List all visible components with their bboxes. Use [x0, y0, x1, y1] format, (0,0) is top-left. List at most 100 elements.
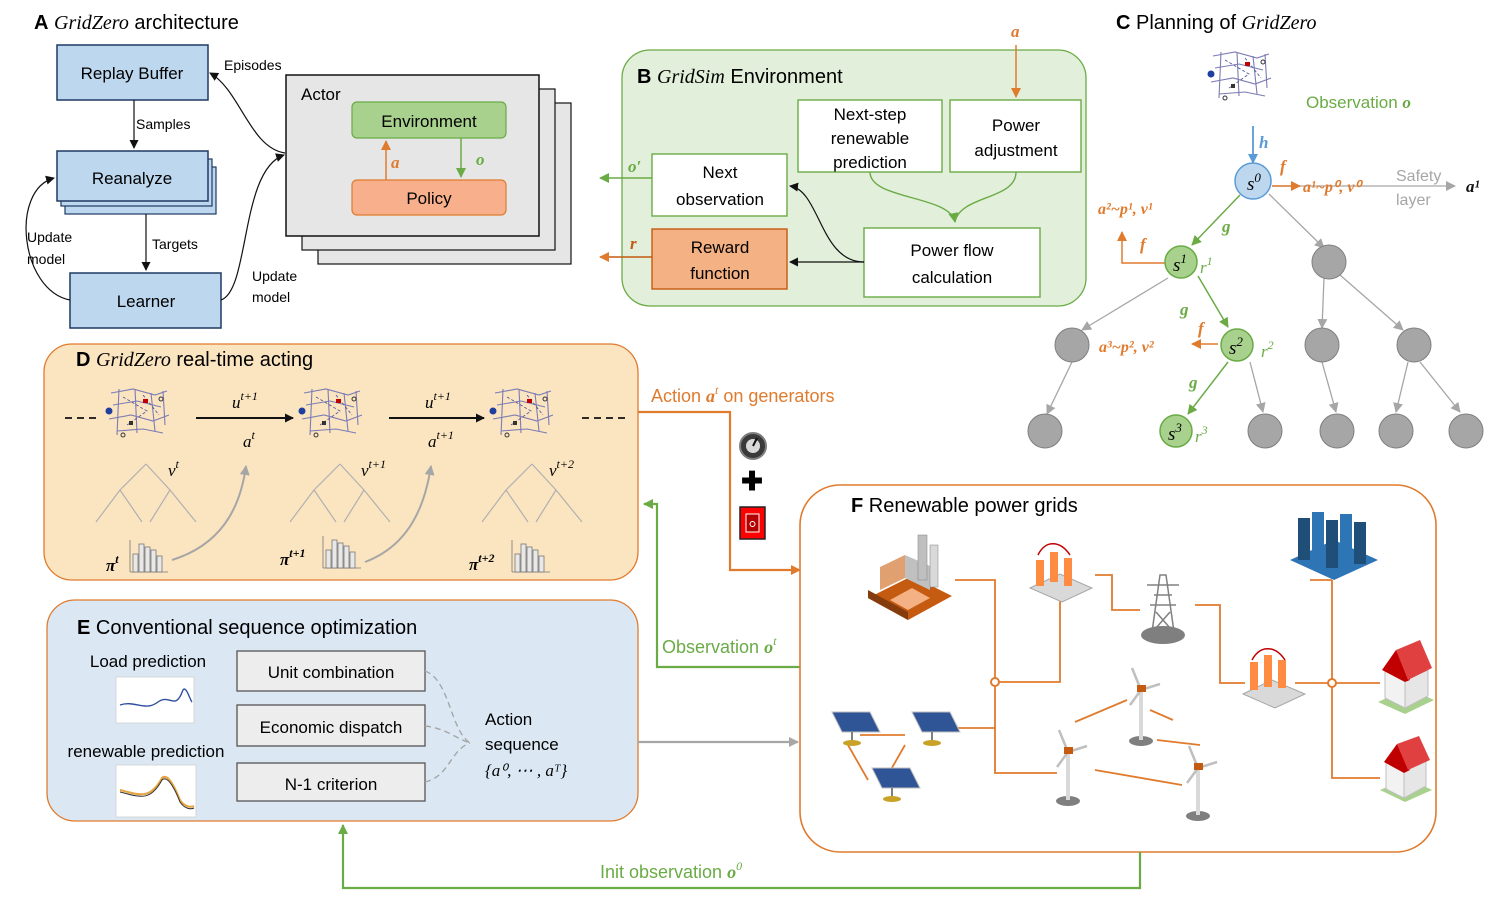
- actor-label: Actor: [301, 85, 341, 104]
- economic-dispatch-label: Economic dispatch: [260, 718, 403, 737]
- update-model-arrow-left: [25, 175, 71, 301]
- panel-f: F Renewable power grids: [799, 484, 1437, 853]
- house-icon-1: [1378, 640, 1434, 714]
- house-icon-2: [1380, 736, 1432, 802]
- next-step-label-2: renewable: [831, 129, 909, 148]
- a-label-2: at+1: [428, 428, 454, 451]
- substation-icon-1: [1028, 543, 1094, 603]
- renewable-prediction-curve-b: [119, 778, 195, 810]
- grid-network-icon: [1204, 47, 1276, 104]
- renewable-prediction-chart: [115, 764, 197, 818]
- reward-label-1: Reward: [691, 238, 750, 257]
- f-symbol-2: f: [1140, 235, 1148, 254]
- r1-label: r1: [1200, 254, 1213, 277]
- tree-edges: [1046, 181, 1461, 415]
- panel-b-title: B GridSim Environment: [637, 66, 843, 88]
- environment-label: Environment: [381, 112, 477, 131]
- action-sequence-2: sequence: [485, 735, 559, 754]
- a2-formula: a²~p¹, v¹: [1098, 201, 1153, 218]
- adjustment-to-flow-arrow: [954, 171, 1017, 223]
- mini-tree-2: [289, 463, 391, 523]
- node-s3-label: s3: [1168, 420, 1182, 445]
- tree-path-edges: [1187, 194, 1241, 415]
- wind-turbine-icon-2: [1055, 729, 1088, 806]
- actor-action-symbol: a: [391, 153, 400, 172]
- node-s1-label: s1: [1173, 251, 1187, 276]
- h-symbol: h: [1259, 133, 1268, 152]
- replay-buffer-label: Replay Buffer: [81, 64, 184, 83]
- mini-tree-1: [95, 463, 197, 523]
- u-label-2: ut+1: [425, 389, 451, 412]
- init-observation-path: Init observation o0: [338, 824, 1142, 890]
- wind-turbine-icon-1: [1128, 667, 1161, 746]
- pi-label-1: πt: [106, 552, 119, 575]
- replay-buffer-box: [56, 44, 209, 101]
- economic-dispatch-box: [236, 704, 426, 747]
- next-obs-label-2: observation: [676, 190, 764, 209]
- wind-turbine-icon-3: [1185, 745, 1218, 821]
- panel-c: C Planning of GridZero Observation o h: [1027, 12, 1484, 449]
- prediction-to-flow-arrow: [869, 171, 959, 223]
- grid-wires: [847, 574, 1380, 786]
- unit-combination-box: [236, 650, 426, 692]
- action-sequence-1: Action: [485, 710, 532, 729]
- node-s1: [1164, 245, 1198, 279]
- targets-label: Targets: [152, 236, 198, 252]
- g-symbol-2: g: [1179, 300, 1189, 319]
- action-to-grid-arrow: [638, 410, 801, 575]
- next-step-label-1: Next-step: [834, 105, 907, 124]
- update-model-right-1: Update: [252, 268, 297, 284]
- realtime-panel: [43, 343, 639, 581]
- policy-histogram-1: [129, 540, 168, 573]
- episodes-label: Episodes: [224, 57, 282, 73]
- r2-label: r2: [1261, 338, 1274, 361]
- policy-to-action-arrow-1: [171, 465, 250, 561]
- dial-icon: [739, 432, 767, 460]
- reanalyze-label: Reanalyze: [92, 169, 172, 188]
- safety-layer-1: Safety: [1396, 168, 1441, 185]
- panel-c-title: C Planning of GridZero: [1116, 12, 1316, 34]
- power-grid-panel: [799, 484, 1437, 853]
- power-flow-box: [863, 227, 1041, 298]
- observation-label: Observation o: [1306, 93, 1411, 112]
- renewable-prediction-curve-a: [119, 775, 195, 808]
- next-step-label-3: prediction: [833, 153, 907, 172]
- reward-label-2: function: [690, 264, 750, 283]
- init-observation-arrow: [338, 824, 1142, 890]
- g-symbol-3: g: [1188, 373, 1198, 392]
- node-s3: [1159, 414, 1193, 448]
- load-prediction-chart: [115, 676, 195, 724]
- v-label-3: vt+2: [549, 457, 574, 480]
- mini-tree-3: [481, 463, 583, 523]
- transmission-tower-icon: [1141, 574, 1185, 644]
- solar-panel-icon-1: [831, 711, 881, 746]
- policy-label: Policy: [406, 189, 452, 208]
- solar-panel-icon-2: [911, 711, 961, 746]
- v-label-1: vt: [168, 457, 180, 480]
- flow-to-next-obs-arrow: [789, 182, 865, 263]
- r3-label: r3: [1195, 423, 1208, 446]
- power-plant-icon: [868, 534, 952, 620]
- action-on-generators-label: Action at on generators: [651, 383, 834, 406]
- next-step-prediction-box: [797, 99, 943, 173]
- learner-box: [69, 272, 222, 329]
- policy-histogram-3: [511, 540, 550, 573]
- panel-a-title: A GridZero architecture: [34, 12, 239, 34]
- n1-criterion-box: [236, 762, 426, 802]
- a1-output: a¹: [1466, 177, 1480, 196]
- observation-to-acting-arrow: [643, 499, 800, 669]
- unit-combination-label: Unit combination: [268, 663, 395, 682]
- update-model-left-1: Update: [27, 229, 72, 245]
- episodes-arrow: [209, 72, 286, 154]
- next-obs-label-1: Next: [703, 163, 738, 182]
- gridsim-action-in: a: [1011, 22, 1020, 41]
- update-model-right-2: model: [252, 289, 290, 305]
- node-s2: [1220, 328, 1254, 362]
- power-adjustment-box: [949, 99, 1082, 173]
- power-adj-label-1: Power: [992, 116, 1041, 135]
- policy-to-action-arrow-2: [364, 465, 435, 563]
- observation-t-label: Observation ot: [662, 634, 777, 657]
- power-adj-label-2: adjustment: [974, 141, 1057, 160]
- plus-icon: ✚: [741, 466, 763, 496]
